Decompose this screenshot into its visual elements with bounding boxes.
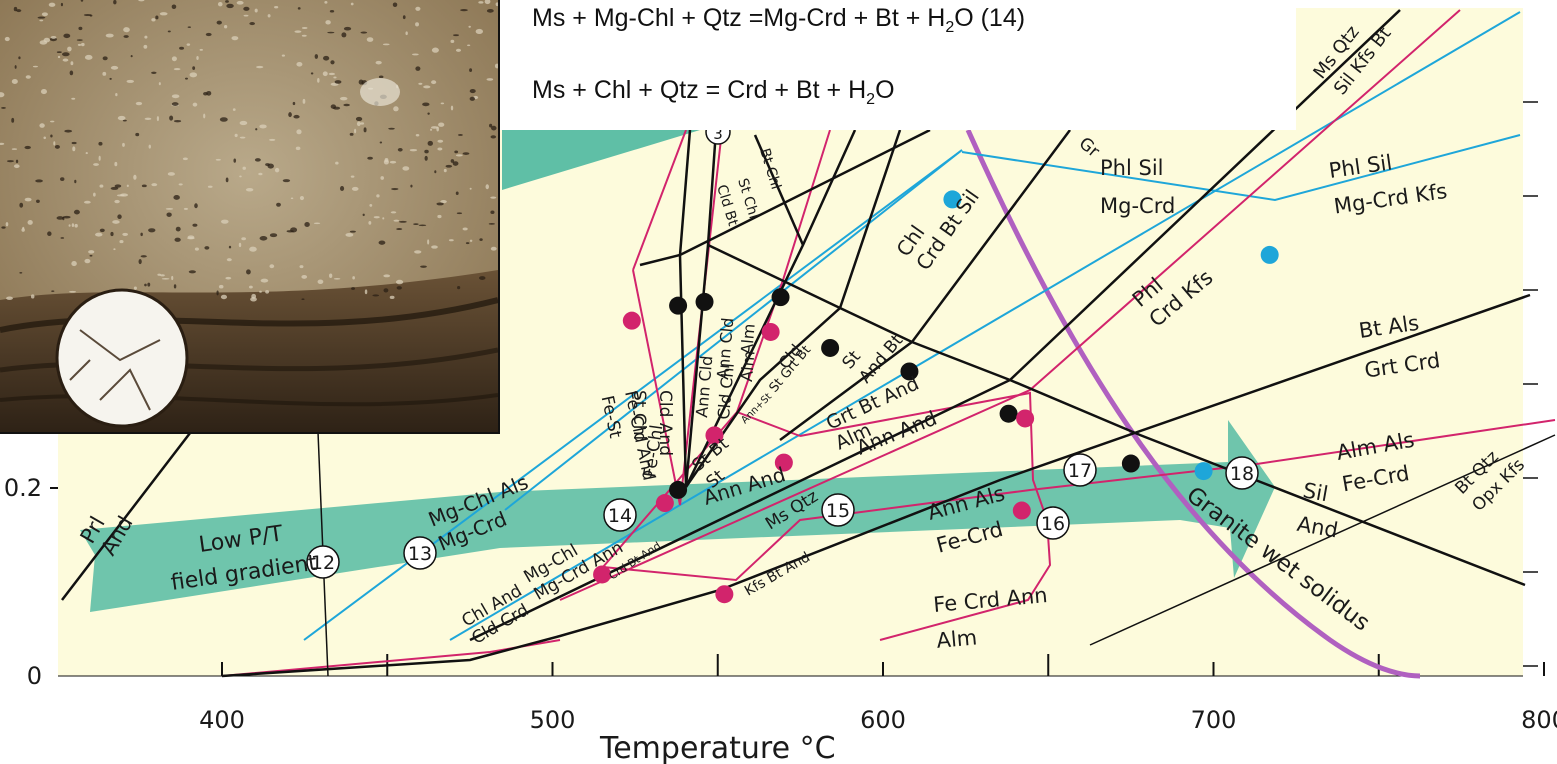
invariant-point-black [900,362,919,381]
field-label-text: Sil [1301,478,1330,506]
field-label-text: Cld Chl [714,362,738,420]
invariant-point-blue [1194,462,1213,481]
fe-base-line [221,639,561,677]
reaction-number-circle [603,498,637,532]
field-label-text: Phl Sil [1100,156,1163,180]
invariant-points [593,190,1279,604]
gradient-arrow-upper-fragment [502,130,700,190]
invariant-point-black [1121,454,1140,473]
x-tick-label: 700 [1191,706,1237,734]
invariant-point-pink [622,311,641,330]
mg-line-4 [504,149,963,511]
reaction-number: 14 [608,505,632,527]
black-line-base [221,293,1531,678]
invariant-point-pink [774,453,793,472]
fe-line-5 [632,269,681,506]
reaction-number: 18 [1230,463,1254,485]
black-line-d [678,129,692,488]
field-label-text: St Chl [629,390,649,440]
reaction-number-circle [1036,506,1070,540]
reaction-number: 17 [1068,460,1092,482]
field-label: Alm [737,323,759,356]
invariant-point-pink [715,585,734,604]
x-tick-label: 600 [860,706,906,734]
invariant-point-black [669,296,688,315]
x-axis-label: Temperature °C [599,731,836,764]
x-tick-label: 500 [530,706,576,734]
field-label-text: Alm [935,625,978,652]
equation-mg: Ms + Mg-Chl + Qtz =Mg-Crd + Bt + H2O (14… [532,4,1026,36]
fe-line-2 [602,419,1556,582]
reaction-number: 13 [408,543,432,565]
y-tick-label: 0.2 [4,474,42,502]
reaction-number: 16 [1041,513,1065,535]
reaction-number-circle [403,536,437,570]
reaction-number: 12 [311,552,335,574]
y-tick-label: 0 [27,662,42,690]
invariant-point-blue [1260,245,1279,264]
black-line-g [684,129,718,488]
mg-line-3 [961,134,1521,202]
field-label-text: Alm [737,323,759,356]
fe-line-4 [632,129,687,271]
micrograph-image [0,0,498,432]
mg-line-2 [449,11,1521,641]
field-label: Cld And St Chl [629,390,675,456]
invariant-point-pink [1016,409,1035,428]
black-line-i [779,129,1072,442]
black-line-h [753,134,805,246]
invariant-point-pink [705,426,724,445]
low-pt-gradient-arrow [80,420,1275,612]
invariant-point-pink [1012,501,1031,520]
reaction-number-circle [1225,456,1259,490]
field-label-text: Alm [737,350,759,383]
x-tick-labels: 400 500 600 700 800 [199,706,1557,734]
invariant-point-pink [761,322,780,341]
reaction-number-circle [306,545,340,579]
x-tick-label: 400 [199,706,245,734]
black-line-c [707,243,1526,587]
x-tick-label: 800 [1521,706,1557,734]
fe-line-1 [559,9,1461,601]
reaction-number-circles: 12 13 14 15 16 17 18 3 [306,119,1259,579]
black-line-prl [61,419,201,601]
equation-box: Ms + Mg-Chl + Qtz =Mg-Crd + Bt + H2O (14… [500,0,1296,130]
solidus-curve [965,128,1421,679]
equation-general: Ms + Chl + Qtz = Crd + Bt + H2O [532,76,895,108]
invariant-point-black [669,480,688,499]
invariant-point-pink [593,565,612,584]
reaction-number: 15 [826,500,850,522]
invariant-point-black [695,292,714,311]
invariant-point-black [999,404,1018,423]
field-label-text: Mg-Crd [1100,194,1175,218]
invariant-point-blue [943,190,962,209]
reaction-number-circle [1063,453,1097,487]
field-label-text: Cld And [655,390,675,456]
black-line-j [1089,434,1556,646]
thin-section-photo [0,0,500,434]
y-tick-labels: 0.20 [4,474,42,690]
invariant-point-black [771,288,790,307]
invariant-point-pink [655,494,674,513]
reaction-number-partial: 3 [713,125,723,143]
reaction-number-circle [821,493,855,527]
invariant-point-black [821,338,840,357]
